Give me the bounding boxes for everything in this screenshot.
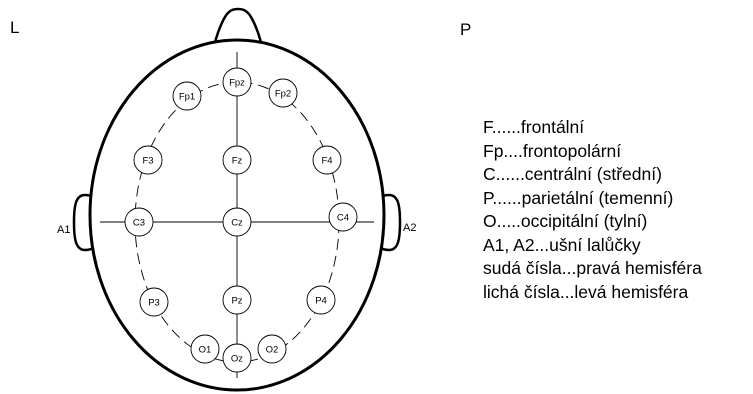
- electrode-fpz: Fpz: [222, 67, 252, 97]
- electrode-label: O1: [199, 344, 212, 355]
- electrode-oz: Oz: [222, 343, 252, 373]
- electrode-circle: [222, 343, 252, 373]
- electrode-circle: [268, 78, 298, 108]
- ear-label-a2: A2: [403, 222, 416, 234]
- electrode-label: F4: [321, 155, 332, 166]
- electrode-circle: [306, 285, 336, 315]
- legend-line: P......parietální (temenní): [483, 187, 674, 208]
- legend-line: A1, A2...ušní lalůčky: [483, 234, 641, 255]
- electrode-circle: [139, 287, 169, 317]
- electrode-label: Fz: [232, 155, 243, 166]
- electrode-label: P4: [315, 295, 327, 306]
- electrode-circle: [124, 207, 154, 237]
- electrode-o2: O2: [257, 334, 287, 364]
- electrode-o1: O1: [190, 334, 220, 364]
- electrode-p3: P3: [139, 287, 169, 317]
- electrode-f4: F4: [312, 145, 342, 175]
- electrode-c4: C4: [328, 202, 358, 232]
- electrode-fz: Fz: [222, 145, 252, 175]
- legend-line: C......centrální (střední): [483, 164, 662, 184]
- electrode-p4: P4: [306, 285, 336, 315]
- electrode-label: Fp2: [275, 88, 291, 99]
- electrode-circle: [257, 334, 287, 364]
- electrode-c3: C3: [124, 207, 154, 237]
- electrode-fp1: Fp1: [172, 81, 202, 111]
- electrode-circle: [190, 334, 220, 364]
- right-side-label: P: [460, 20, 472, 39]
- legend-line: F......frontální: [483, 117, 585, 137]
- electrode-label: Pz: [231, 295, 242, 306]
- left-side-label: L: [10, 18, 20, 37]
- electrode-circle: [328, 202, 358, 232]
- legend-line: lichá čísla...levá hemisféra: [483, 281, 689, 302]
- electrode-circle: [222, 285, 252, 315]
- electrode-circle: [222, 207, 252, 237]
- electrode-label: Fpz: [229, 77, 245, 88]
- electrode-f3: F3: [133, 145, 163, 175]
- legend-line: Fp....frontopolární: [483, 140, 622, 161]
- electrode-pz: Pz: [222, 285, 252, 315]
- electrode-label: C3: [133, 217, 145, 228]
- electrode-label: F3: [142, 155, 153, 166]
- electrode-label: O2: [266, 344, 279, 355]
- electrode-circle: [133, 145, 163, 175]
- electrode-circle: [172, 81, 202, 111]
- electrode-label: Oz: [231, 353, 243, 364]
- electrode-circle: [312, 145, 342, 175]
- electrode-circle: [222, 67, 252, 97]
- ear-label-a1: A1: [57, 224, 70, 236]
- electrode-label: Fp1: [179, 91, 195, 102]
- electrode-label: Cz: [231, 217, 243, 228]
- legend-line: O.....occipitální (tylní): [483, 211, 648, 231]
- electrode-circle: [222, 145, 252, 175]
- electrode-cz: Cz: [222, 207, 252, 237]
- legend-line: sudá čísla...pravá hemisféra: [483, 258, 702, 278]
- electrode-fp2: Fp2: [268, 78, 298, 108]
- electrode-label: P3: [148, 297, 160, 308]
- electrode-label: C4: [337, 212, 349, 223]
